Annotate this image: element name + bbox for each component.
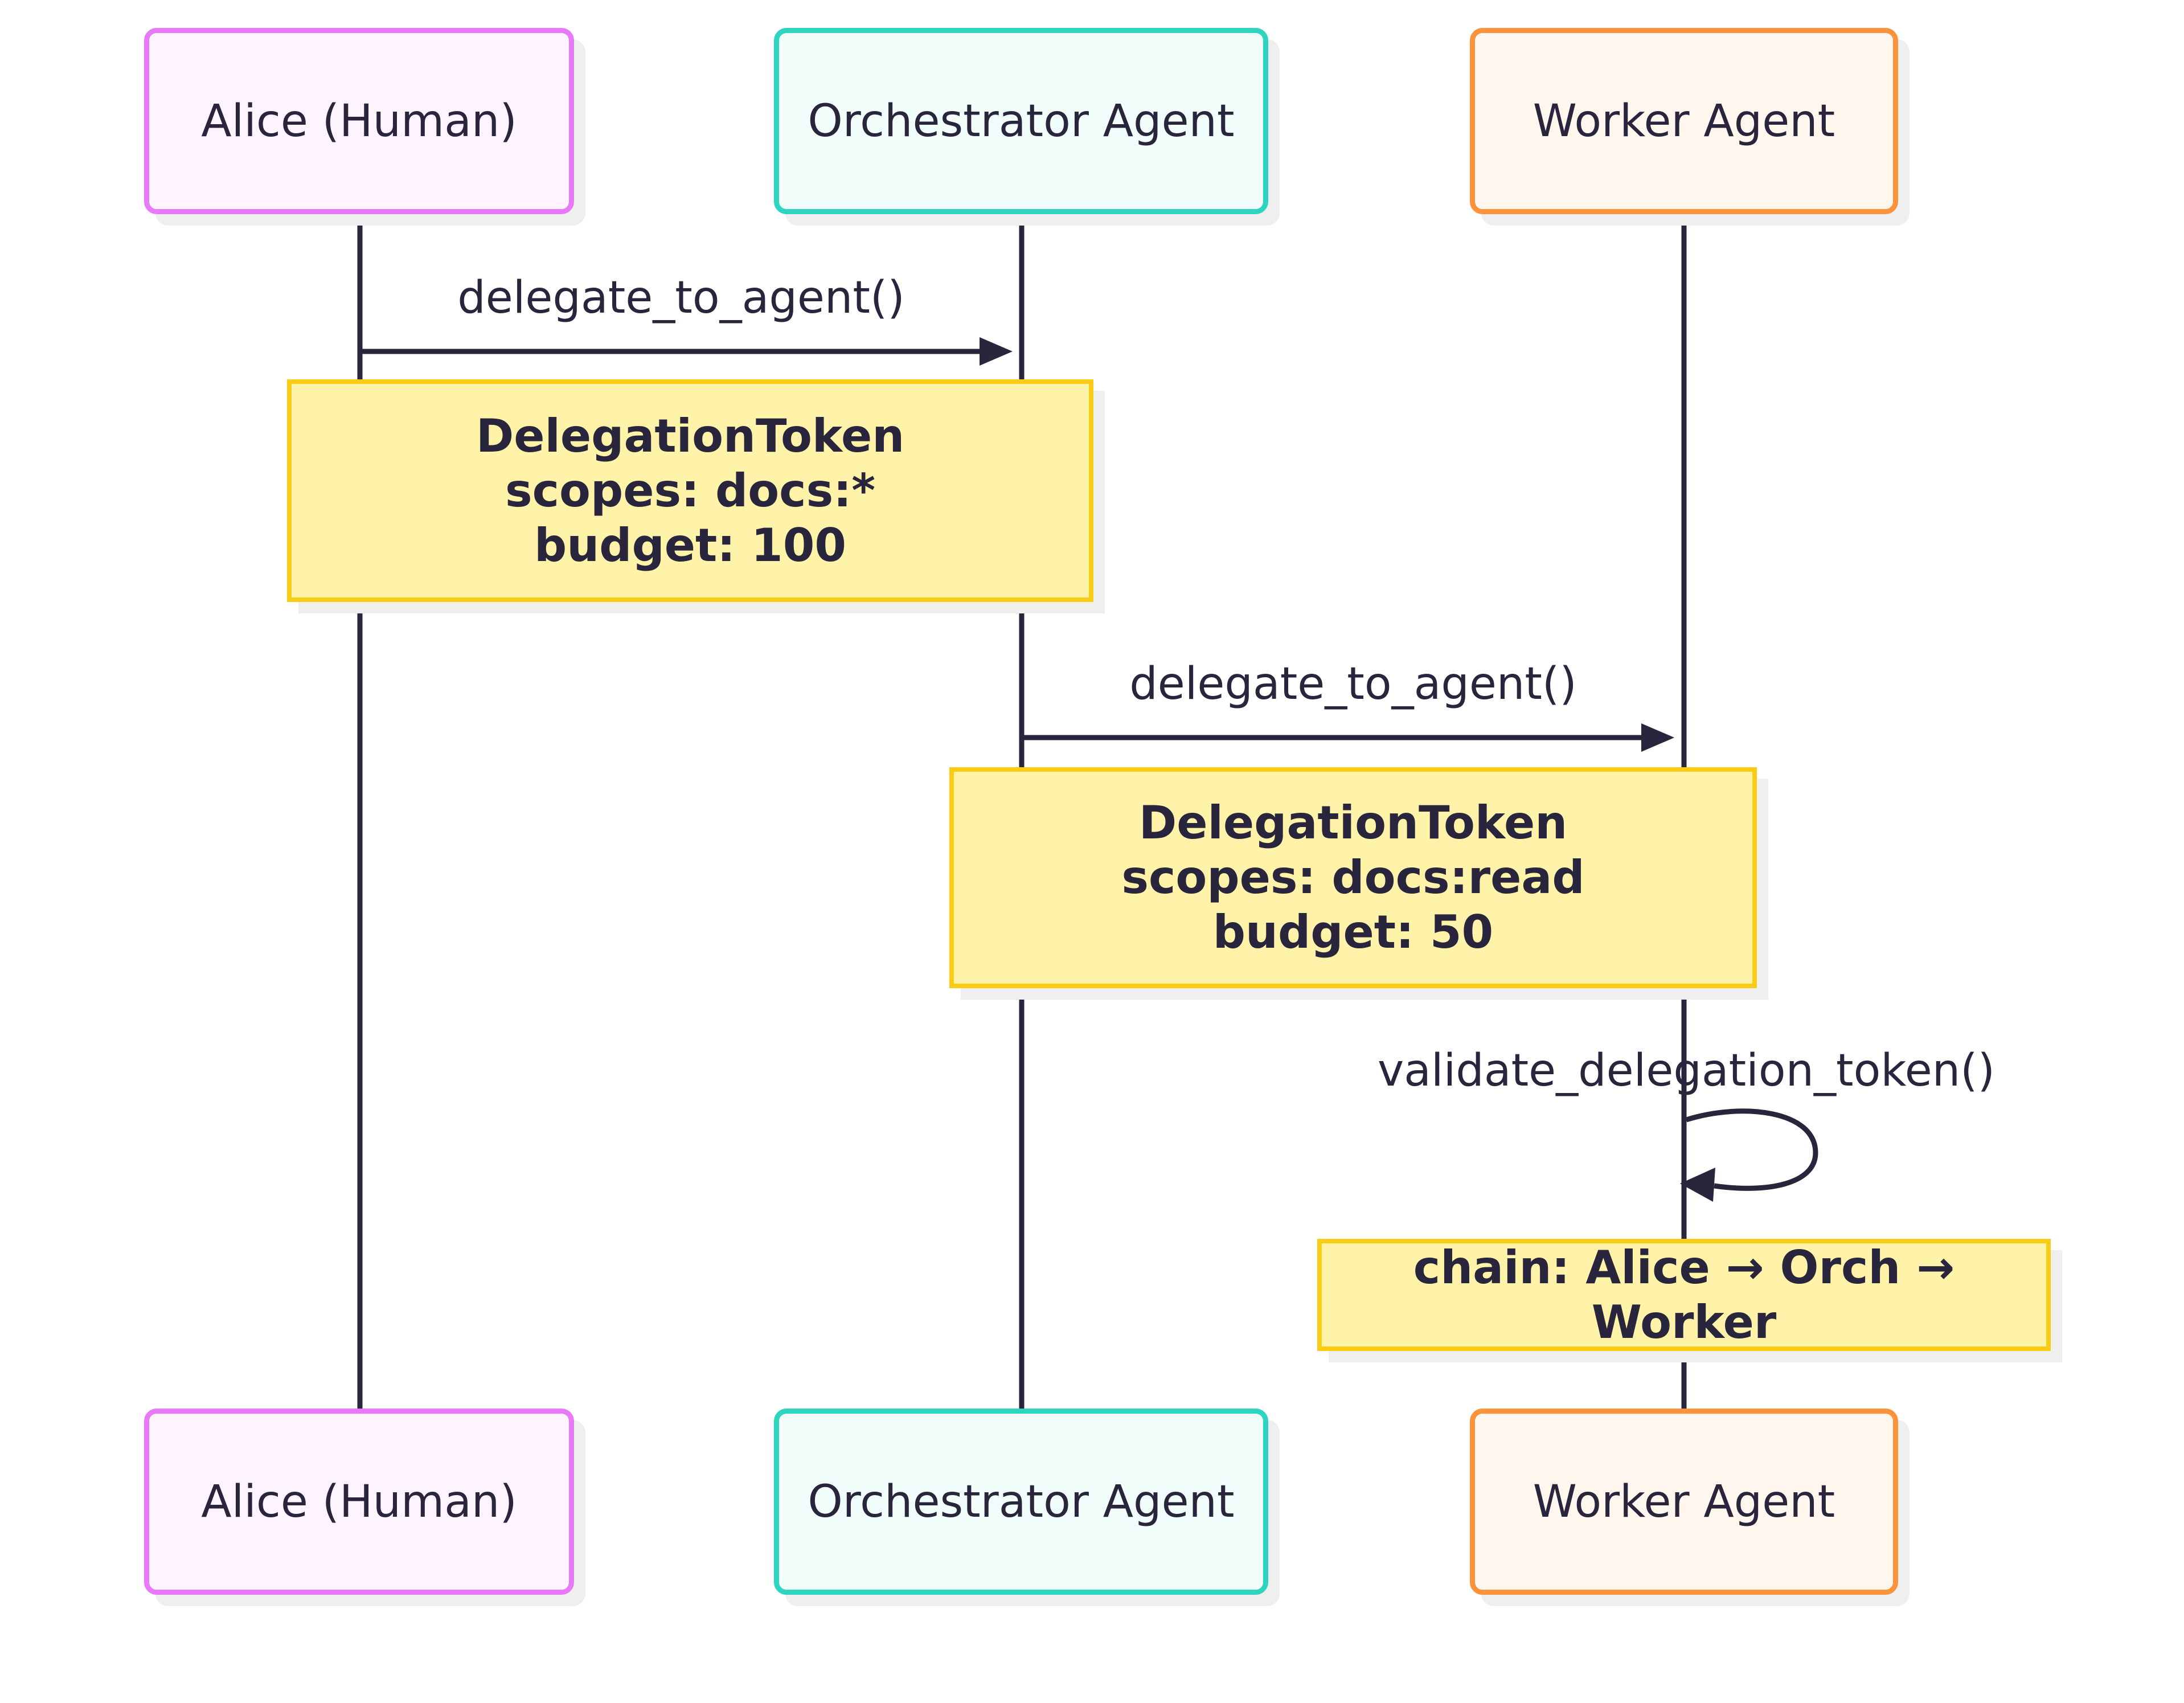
note-chain: chain: Alice → Orch → Worker: [1317, 1239, 2051, 1351]
message-label-1: delegate_to_agent(): [457, 272, 905, 324]
participant-label: Alice (Human): [201, 95, 517, 147]
arrowhead-2: [1641, 723, 1674, 752]
note-line: DelegationToken: [476, 409, 905, 462]
participant-worker-bottom[interactable]: Worker Agent: [1470, 1409, 1898, 1595]
participant-alice-bottom[interactable]: Alice (Human): [144, 1409, 574, 1595]
note-line: chain: Alice → Orch → Worker: [1413, 1241, 1955, 1349]
note-line: DelegationToken: [1138, 796, 1568, 849]
participant-label: Worker Agent: [1533, 95, 1835, 147]
note-line: budget: 100: [534, 518, 847, 572]
note-line: scopes: docs:read: [1121, 851, 1585, 904]
message-label-3: validate_delegation_token(): [1377, 1045, 1995, 1096]
message-label-2: delegate_to_agent(): [1129, 658, 1577, 710]
participant-orchestrator-top[interactable]: Orchestrator Agent: [774, 28, 1268, 214]
self-message-loop: [1685, 1108, 1818, 1191]
note-line: budget: 50: [1212, 906, 1494, 959]
arrowhead-1: [980, 337, 1013, 366]
participant-label: Orchestrator Agent: [808, 95, 1235, 147]
note-line: scopes: docs:*: [505, 464, 876, 517]
participant-label: Worker Agent: [1533, 1476, 1835, 1528]
participant-alice-top[interactable]: Alice (Human): [144, 28, 574, 214]
participant-label: Alice (Human): [201, 1476, 517, 1528]
note-delegation-token-2: DelegationToken scopes: docs:read budget…: [949, 767, 1757, 988]
self-message-arrowhead: [1680, 1168, 1715, 1202]
participant-worker-top[interactable]: Worker Agent: [1470, 28, 1898, 214]
note-delegation-token-1: DelegationToken scopes: docs:* budget: 1…: [287, 379, 1093, 602]
participant-label: Orchestrator Agent: [808, 1476, 1235, 1528]
participant-orchestrator-bottom[interactable]: Orchestrator Agent: [774, 1409, 1268, 1595]
